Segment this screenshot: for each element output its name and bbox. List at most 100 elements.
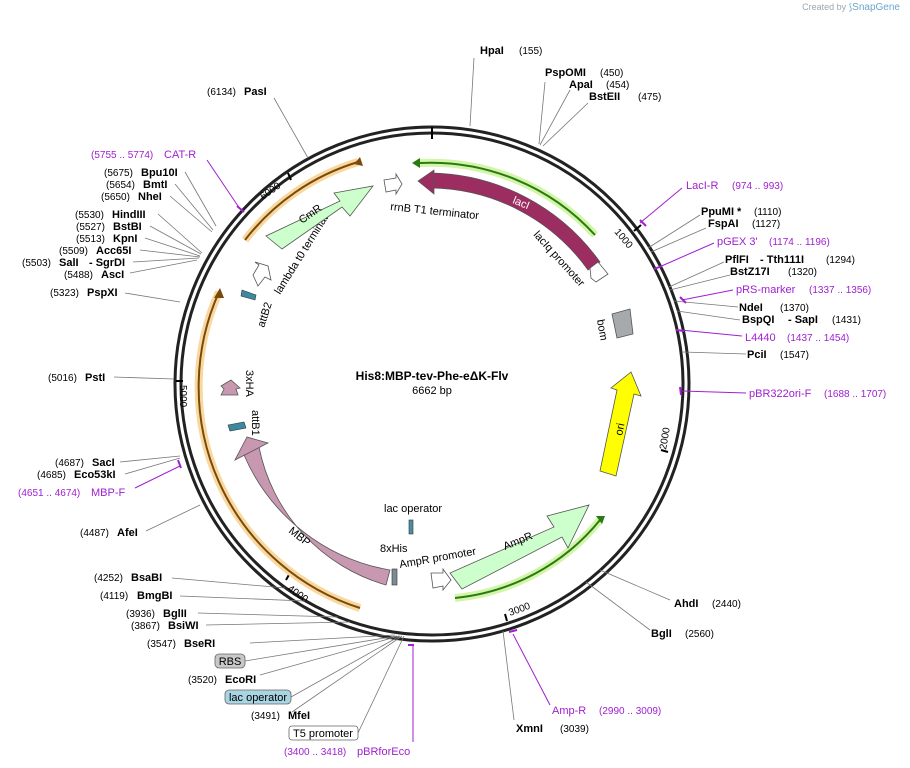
bstbi-leader <box>149 225 202 255</box>
site-nhei-pos: (5650) <box>101 192 130 203</box>
site-ahdi-pos: (2440) <box>712 599 741 610</box>
tick-2000: 2000 <box>658 426 673 450</box>
site-bseri-name: BseRI <box>184 638 215 650</box>
site-psti-pos: (5016) <box>48 373 77 384</box>
psti-leader <box>113 376 175 380</box>
mbp-label: MBP <box>286 525 312 549</box>
ampr-orf-arc <box>454 519 601 599</box>
bom-feature <box>611 308 634 339</box>
ecori-leader <box>259 635 400 676</box>
site-bmgbi-name: BmgBI <box>137 590 172 602</box>
site-acc65i-pos: (5509) <box>59 246 88 257</box>
site-bpu10i-pos: (5675) <box>104 168 133 179</box>
site-hindiii-pos: (5530) <box>75 210 104 221</box>
site-mfei-pos: (3491) <box>251 711 280 722</box>
ori-feature <box>599 371 642 477</box>
site-bmgbi-pos: (4119) <box>100 591 128 602</box>
laci-feature <box>429 172 601 271</box>
bgli-leader <box>585 581 651 631</box>
site-pflfi-name: PflFI <box>725 254 749 266</box>
site-hpai-name: HpaI <box>480 45 504 57</box>
primer-pbr322ori-f-mark <box>679 386 682 396</box>
site-asci-pos: (5488) <box>64 270 93 281</box>
site-bseri-pos: (3547) <box>147 639 176 650</box>
site-saci-pos: (4687) <box>55 458 84 469</box>
lac-operator-box <box>224 689 292 705</box>
primer-l4440-name: L4440 <box>745 332 776 344</box>
primer-l4440-leader <box>679 329 743 337</box>
site-hindiii-name: HindIII <box>112 209 146 221</box>
mbp-orf-arrowhead <box>214 288 224 298</box>
site-pasi-pos: (6134) <box>207 87 236 98</box>
primer-mbp-f-pos: (4651 .. 4674) <box>18 488 80 499</box>
primers-group: LacI-R (974 .. 993) pGEX 3' (1174 .. 119… <box>18 149 886 758</box>
primer-pbr322ori-f-name: pBR322ori-F <box>749 388 812 400</box>
site-bstz17i-name: BstZ17I <box>730 266 770 278</box>
tick-5000: 5000 <box>177 385 188 408</box>
site-pcii-name: PciI <box>747 349 767 361</box>
lac-operator-label: lac operator <box>384 503 442 515</box>
site-fspai-pos: (1127) <box>752 219 780 230</box>
primer-cat-r-mark <box>236 205 245 213</box>
mfei-leader <box>291 635 403 713</box>
site-bmti-name: BmtI <box>143 179 167 191</box>
site-bgli-pos: (2560) <box>685 629 714 640</box>
saci-leader <box>119 455 181 463</box>
primer-prs-marker-name: pRS-marker <box>736 284 796 296</box>
bspqi-leader <box>676 310 741 321</box>
site-sali-pos: (5503) <box>22 258 51 269</box>
site-bsteii-name: BstEII <box>589 91 620 103</box>
site-bsiwi-pos: (3867) <box>131 621 160 632</box>
primer-pbr322ori-f-pos: (1688 .. 1707) <box>824 389 886 400</box>
site-bspqi-pos: (1431) <box>832 315 861 326</box>
primer-laci-r-name: LacI-R <box>686 180 718 192</box>
lac-operator-box-leader <box>290 635 401 698</box>
laciq-promoter-feature <box>589 261 609 283</box>
primer-cat-r-pos: (5755 .. 5774) <box>91 150 153 161</box>
site-psti-name: PstI <box>85 372 105 384</box>
t5-promoter-leader <box>357 635 405 734</box>
site-pcii-pos: (1547) <box>780 350 809 361</box>
site-bpu10i-name: Bpu10I <box>141 167 178 179</box>
sites-group <box>113 57 747 721</box>
lac-operator-box-label: lac operator <box>229 692 287 704</box>
site-xmni-name: XmnI <box>516 723 543 735</box>
site-labels: HpaI (155) PspOMI (450) ApaI (454) BstEI… <box>22 45 861 735</box>
primer-mbp-f-mark <box>177 459 182 469</box>
attb1-label: attB1 <box>249 410 261 436</box>
site-pflfi-pos: (1294) <box>826 255 855 266</box>
primer-amp-r-pos: (2990 .. 3009) <box>599 706 661 717</box>
primer-pgex3-mark <box>653 265 663 270</box>
pasi-leader <box>273 97 309 159</box>
ori-label: ori <box>613 422 627 436</box>
lambda-t0-feature <box>252 261 272 287</box>
primer-amp-r-leader <box>512 633 551 706</box>
pcii-leader <box>682 351 747 355</box>
attb2-feature <box>240 289 257 301</box>
bom-label: bom <box>594 318 610 341</box>
credit-prefix: Created by <box>802 2 847 12</box>
pspomi-leader <box>538 81 546 145</box>
attb1-feature <box>227 421 247 432</box>
cmr-orf-arc <box>244 161 359 241</box>
t5-promoter-label: T5 promoter <box>293 728 353 740</box>
site-asci-name: AscI <box>101 269 124 281</box>
bsabi-leader <box>171 577 286 589</box>
bsiwi-leader <box>205 621 351 626</box>
hpai-leader <box>469 57 475 127</box>
site-eco53ki-name: Eco53kI <box>74 469 116 481</box>
laci-orf-arc <box>419 161 596 236</box>
laci-label: lacI <box>511 195 531 213</box>
site-ppumi-name: PpuMI * <box>701 206 742 218</box>
site-hpai-pos: (155) <box>519 46 542 57</box>
site-xmni-pos: (3039) <box>560 724 589 735</box>
ampr-orf-arrowhead <box>596 516 605 524</box>
site-nhei-name: NheI <box>138 191 162 203</box>
site-ecori-pos: (3520) <box>188 675 217 686</box>
xmni-leader <box>502 630 515 721</box>
laci-orf-arrowhead <box>412 158 420 168</box>
site-saci-name: SacI <box>92 457 115 469</box>
tick-1000-mark <box>633 224 642 232</box>
t5-promoter-box <box>288 725 359 741</box>
primer-pbrforeco-pos: (3400 .. 3418) <box>284 747 346 758</box>
